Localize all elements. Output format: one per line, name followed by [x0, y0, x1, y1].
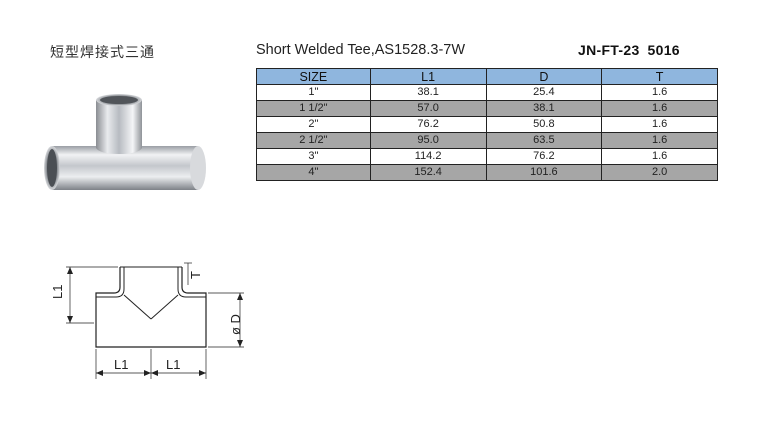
table-header-row: SIZE L1 D T [256, 68, 718, 85]
tee-product-photo [44, 94, 206, 190]
product-code-part1: JN-FT-23 [578, 42, 640, 58]
cell-size: 1" [256, 84, 371, 101]
table-row: 2" 76.2 50.8 1.6 [256, 116, 718, 133]
cell-t: 2.0 [601, 164, 718, 181]
cell-l1: 114.2 [369, 148, 487, 165]
cell-t: 1.6 [601, 116, 718, 133]
dimension-label-t: T [188, 271, 203, 279]
cell-l1: 38.1 [369, 84, 487, 101]
cell-l1: 76.2 [369, 116, 487, 133]
table-row: 1" 38.1 25.4 1.6 [256, 84, 718, 101]
cell-l1: 57.0 [369, 100, 487, 117]
product-code: JN-FT-23 5016 [578, 42, 680, 58]
cell-size: 2 1/2" [256, 132, 371, 149]
spec-table: SIZE L1 D T 1" 38.1 25.4 1.6 1 1/2" 57.0… [256, 68, 718, 181]
column-header-t: T [601, 68, 718, 85]
cell-d: 38.1 [485, 100, 603, 117]
cell-t: 1.6 [601, 132, 718, 149]
cell-d: 63.5 [485, 132, 603, 149]
cell-d: 76.2 [485, 148, 603, 165]
cell-size: 2" [256, 116, 371, 133]
column-header-d: D [485, 68, 603, 85]
product-code-part2: 5016 [647, 42, 680, 58]
dimension-label-d: ø D [228, 314, 243, 335]
column-header-size: SIZE [256, 68, 371, 85]
cell-size: 3" [256, 148, 371, 165]
dimension-label-l1-right: L1 [166, 357, 180, 372]
cell-size: 1 1/2" [256, 100, 371, 117]
table-row: 1 1/2" 57.0 38.1 1.6 [256, 100, 718, 117]
cell-t: 1.6 [601, 100, 718, 117]
cell-t: 1.6 [601, 148, 718, 165]
cell-size: 4" [256, 164, 371, 181]
cell-d: 25.4 [485, 84, 603, 101]
table-row: 3" 114.2 76.2 1.6 [256, 148, 718, 165]
tee-technical-drawing: L1 T ø D L1 L1 [50, 262, 244, 379]
chinese-title: 短型焊接式三通 [50, 45, 155, 61]
cell-d: 50.8 [485, 116, 603, 133]
cell-l1: 95.0 [369, 132, 487, 149]
dimension-label-l1-left: L1 [114, 357, 128, 372]
cell-d: 101.6 [485, 164, 603, 181]
table-row: 4" 152.4 101.6 2.0 [256, 164, 718, 181]
cell-l1: 152.4 [369, 164, 487, 181]
dimension-label-l1-vertical: L1 [50, 285, 65, 299]
cell-t: 1.6 [601, 84, 718, 101]
product-title: Short Welded Tee,AS1528.3-7W [256, 42, 466, 58]
table-row: 2 1/2" 95.0 63.5 1.6 [256, 132, 718, 149]
column-header-l1: L1 [369, 68, 487, 85]
